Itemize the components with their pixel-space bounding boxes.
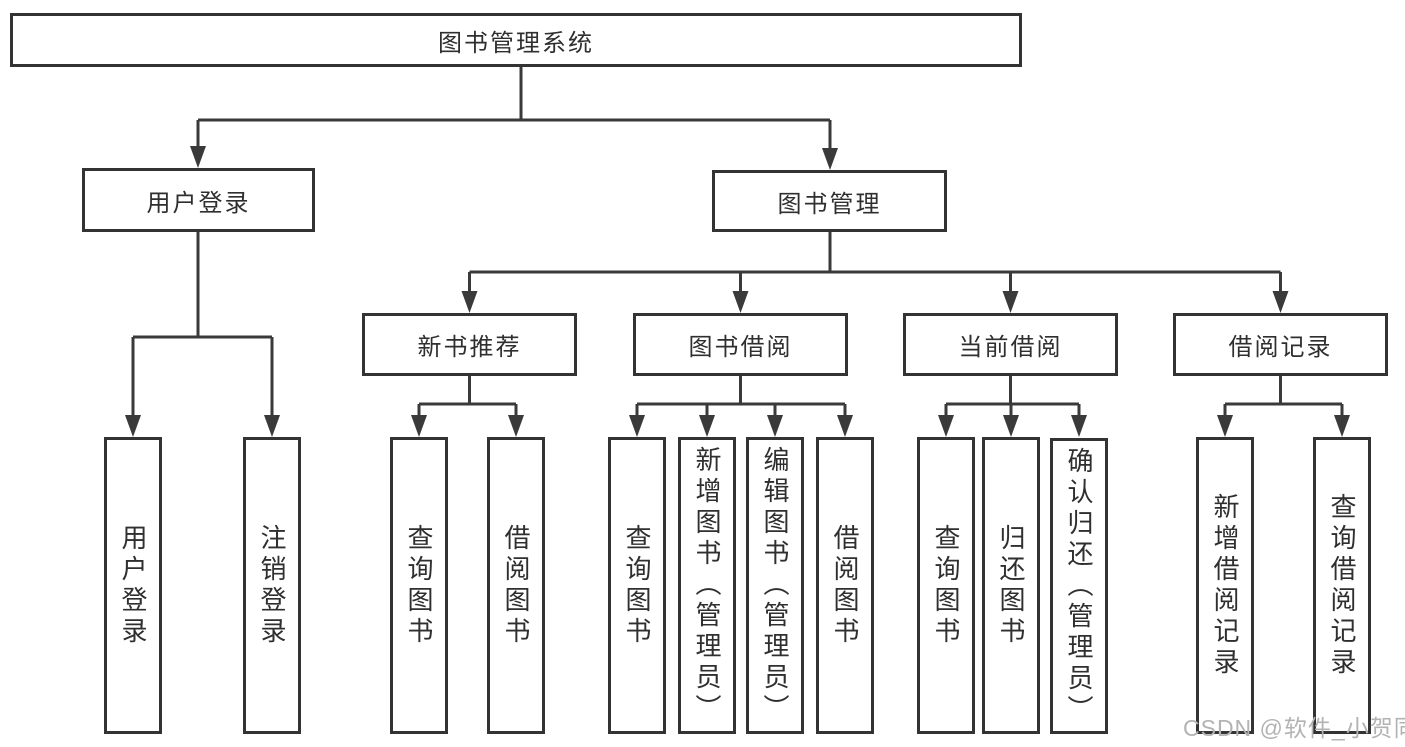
leaf-query-books-current-label: 查询图书 <box>931 523 961 648</box>
leaf-confirm-return-admin-label: 确认归还（管理员） <box>1064 446 1094 726</box>
leaf-add-book-admin: 新增图书（管理员） <box>678 437 736 734</box>
csdn-watermark: CSDN @软件_小贺同学 <box>1183 709 1405 743</box>
leaf-borrow-books-recommend: 借阅图书 <box>487 437 545 734</box>
leaf-return-books: 归还图书 <box>982 437 1040 734</box>
arrowhead-icons <box>125 146 1350 437</box>
leaf-add-book-admin-label: 新增图书（管理员） <box>692 446 722 725</box>
leaf-confirm-return-admin: 确认归还（管理员） <box>1050 438 1108 734</box>
node-book-borrowing: 图书借阅 <box>633 313 848 376</box>
node-new-book-recommendation: 新书推荐 <box>362 313 577 376</box>
leaf-logout-label: 注销登录 <box>257 523 287 648</box>
leaf-edit-book-admin-label: 编辑图书（管理员） <box>760 446 790 725</box>
node-new-book-recommendation-label: 新书推荐 <box>417 334 522 361</box>
leaf-query-books-borrowing-label: 查询图书 <box>622 523 652 648</box>
node-user-login-label: 用户登录 <box>146 189 251 217</box>
leaf-logout: 注销登录 <box>243 437 301 734</box>
leaf-query-borrow-record: 查询借阅记录 <box>1313 437 1371 734</box>
node-borrowing-records-label: 借阅记录 <box>1228 334 1333 361</box>
leaf-borrow-books-recommend-label: 借阅图书 <box>501 523 531 648</box>
node-current-borrowing-label: 当前借阅 <box>958 334 1063 361</box>
leaf-borrow-books-borrowing: 借阅图书 <box>816 437 874 734</box>
leaf-add-borrow-record-label: 新增借阅记录 <box>1210 492 1240 679</box>
csdn-watermark-text: CSDN @软件_小贺同学 <box>1183 715 1405 741</box>
node-library-system-label: 图书管理系统 <box>438 29 594 57</box>
leaf-query-books-recommend-label: 查询图书 <box>404 523 434 648</box>
leaf-query-books-current: 查询图书 <box>917 437 975 734</box>
node-book-management: 图书管理 <box>712 170 947 232</box>
node-current-borrowing: 当前借阅 <box>903 313 1118 376</box>
leaf-user-login: 用户登录 <box>104 437 162 734</box>
node-book-management-label: 图书管理 <box>777 190 882 218</box>
leaf-query-books-borrowing: 查询图书 <box>608 437 666 734</box>
node-library-system: 图书管理系统 <box>10 13 1022 67</box>
leaf-add-borrow-record: 新增借阅记录 <box>1196 437 1254 734</box>
leaf-query-borrow-record-label: 查询借阅记录 <box>1327 492 1357 679</box>
leaf-user-login-label: 用户登录 <box>118 523 148 648</box>
leaf-edit-book-admin: 编辑图书（管理员） <box>746 437 804 734</box>
leaf-return-books-label: 归还图书 <box>996 523 1026 648</box>
leaf-query-books-recommend: 查询图书 <box>390 437 448 734</box>
connector-line-paths <box>131 67 1344 421</box>
node-book-borrowing-label: 图书借阅 <box>688 334 793 361</box>
leaf-borrow-books-borrowing-label: 借阅图书 <box>830 523 860 648</box>
node-user-login: 用户登录 <box>82 168 315 232</box>
node-borrowing-records: 借阅记录 <box>1173 313 1388 376</box>
